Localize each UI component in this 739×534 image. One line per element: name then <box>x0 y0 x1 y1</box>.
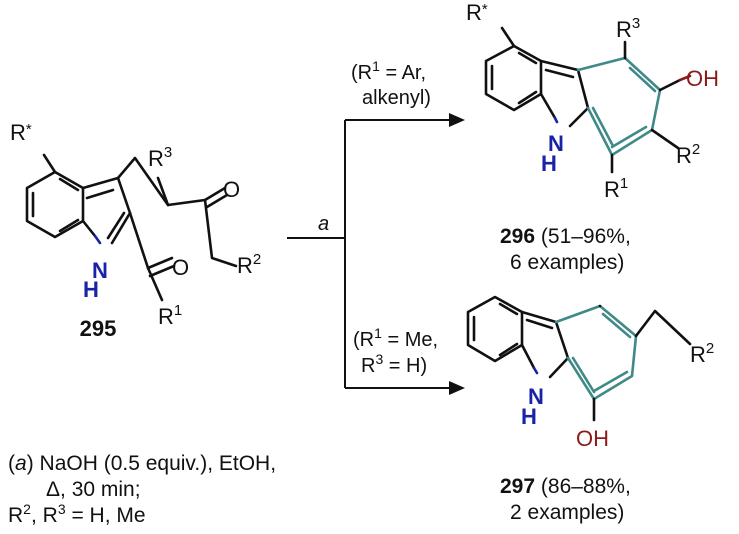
p2-r2-label: R2 <box>690 340 714 367</box>
sm-r1-label: R1 <box>158 302 182 329</box>
compound-296-examples: 6 examples) <box>510 251 624 274</box>
compound-295-structure <box>25 153 238 302</box>
sm-acyl-o-label: O <box>172 255 189 280</box>
p1-oh-label: OH <box>686 66 719 91</box>
sm-nh-h-label: H <box>83 277 99 302</box>
compound-297-caption: 297 (86–88%, <box>500 475 631 498</box>
sm-r2-label: R2 <box>237 251 261 278</box>
p2-oh-label: OH <box>576 426 609 451</box>
p2-nh-h-label: H <box>521 404 537 429</box>
compound-296-caption: 296 (51–96%, <box>500 225 631 248</box>
reaction-arrows <box>287 113 465 395</box>
top-condition-line1: (R1 = Ar, <box>351 58 426 84</box>
footnote-line1: (a) NaOH (0.5 equiv.), EtOH, <box>8 452 276 475</box>
p1-r2-label: R2 <box>676 141 700 168</box>
bottom-condition-line2: R3 = H) <box>361 351 427 377</box>
sm-nh-n-label: N <box>92 258 108 283</box>
bottom-condition-line1: (R1 = Me, <box>353 325 438 351</box>
footnote-line3: R2, R3 = H, Me <box>8 501 146 527</box>
compound-297-examples: 2 examples) <box>510 501 624 524</box>
sm-ketone-o-label: O <box>223 177 240 202</box>
sm-r3-label: R3 <box>148 144 172 171</box>
p2-nh-n-label: N <box>528 384 544 409</box>
compound-296-structure <box>484 26 692 174</box>
p1-rstar-label: R* <box>466 0 488 25</box>
footnote-line2: Δ, 30 min; <box>46 478 141 501</box>
compound-297-structure <box>466 295 692 422</box>
p1-r3-label: R3 <box>616 15 640 42</box>
compound-295-number: 295 <box>80 316 117 341</box>
arrow-reagent-label: a <box>318 213 329 235</box>
sm-rstar-label: R* <box>10 120 32 145</box>
p1-r1-label: R1 <box>604 175 628 202</box>
p1-nh-n-label: N <box>548 131 564 156</box>
p1-nh-h-label: H <box>541 151 557 176</box>
top-condition-line2: alkenyl) <box>362 87 431 109</box>
